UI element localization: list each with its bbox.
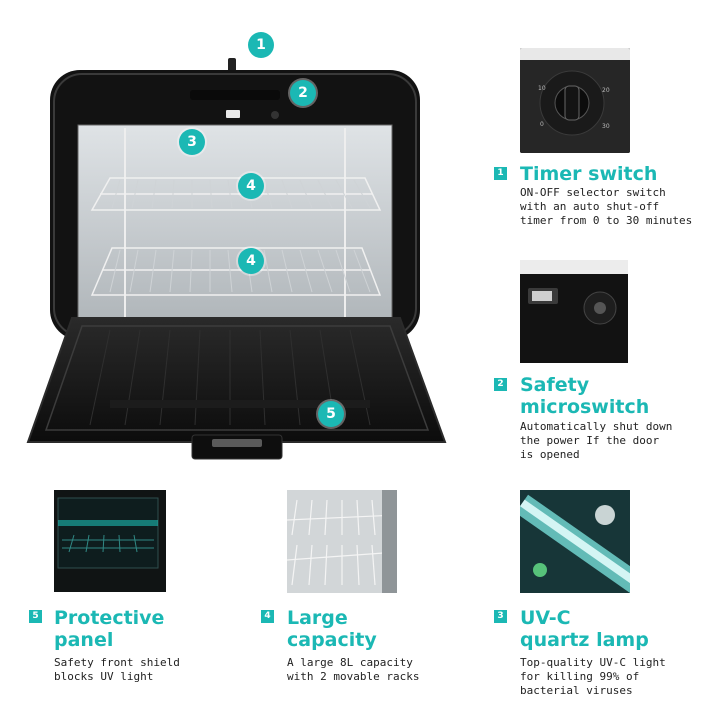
protective-panel-photo bbox=[54, 490, 166, 592]
protective-panel-title: Protective panel bbox=[54, 607, 165, 651]
uvc-lamp-description: Top-quality UV-C light for killing 99% o… bbox=[520, 656, 666, 697]
feature-number-4: 4 bbox=[261, 610, 274, 623]
svg-text:10: 10 bbox=[538, 85, 546, 92]
protective-panel-description: Safety front shield blocks UV light bbox=[54, 656, 180, 683]
svg-text:30: 30 bbox=[602, 123, 610, 130]
callout-marker-4-bottom: 4 bbox=[238, 248, 264, 274]
feature-number-5: 5 bbox=[29, 610, 42, 623]
callout-marker-2: 2 bbox=[290, 80, 316, 106]
timer-switch-title: Timer switch bbox=[520, 163, 658, 185]
uvc-lamp-title: UV-C quartz lamp bbox=[520, 607, 649, 651]
microswitch-photo bbox=[520, 260, 628, 363]
callout-marker-1: 1 bbox=[248, 32, 274, 58]
callout-marker-3: 3 bbox=[179, 129, 205, 155]
large-capacity-title: Large capacity bbox=[287, 607, 377, 651]
feature-number-1: 1 bbox=[494, 167, 507, 180]
uvc-lamp-photo bbox=[520, 490, 630, 593]
microswitch-description: Automatically shut down the power If the… bbox=[520, 420, 673, 461]
feature-number-3: 3 bbox=[494, 610, 507, 623]
large-capacity-photo bbox=[287, 490, 397, 593]
large-capacity-description: A large 8L capacity with 2 movable racks bbox=[287, 656, 420, 683]
timer-switch-description: ON-OFF selector switch with an auto shut… bbox=[520, 186, 693, 227]
svg-text:0: 0 bbox=[540, 121, 544, 128]
callout-marker-4-top: 4 bbox=[238, 173, 264, 199]
microswitch-title: Safety microswitch bbox=[520, 374, 650, 418]
callout-marker-5: 5 bbox=[318, 401, 344, 427]
sterilizer-cabinet-illustration bbox=[26, 58, 447, 460]
product-image bbox=[20, 30, 460, 470]
feature-number-2: 2 bbox=[494, 378, 507, 391]
timer-switch-photo: 10 20 0 30 bbox=[520, 48, 630, 153]
svg-text:20: 20 bbox=[602, 87, 610, 94]
